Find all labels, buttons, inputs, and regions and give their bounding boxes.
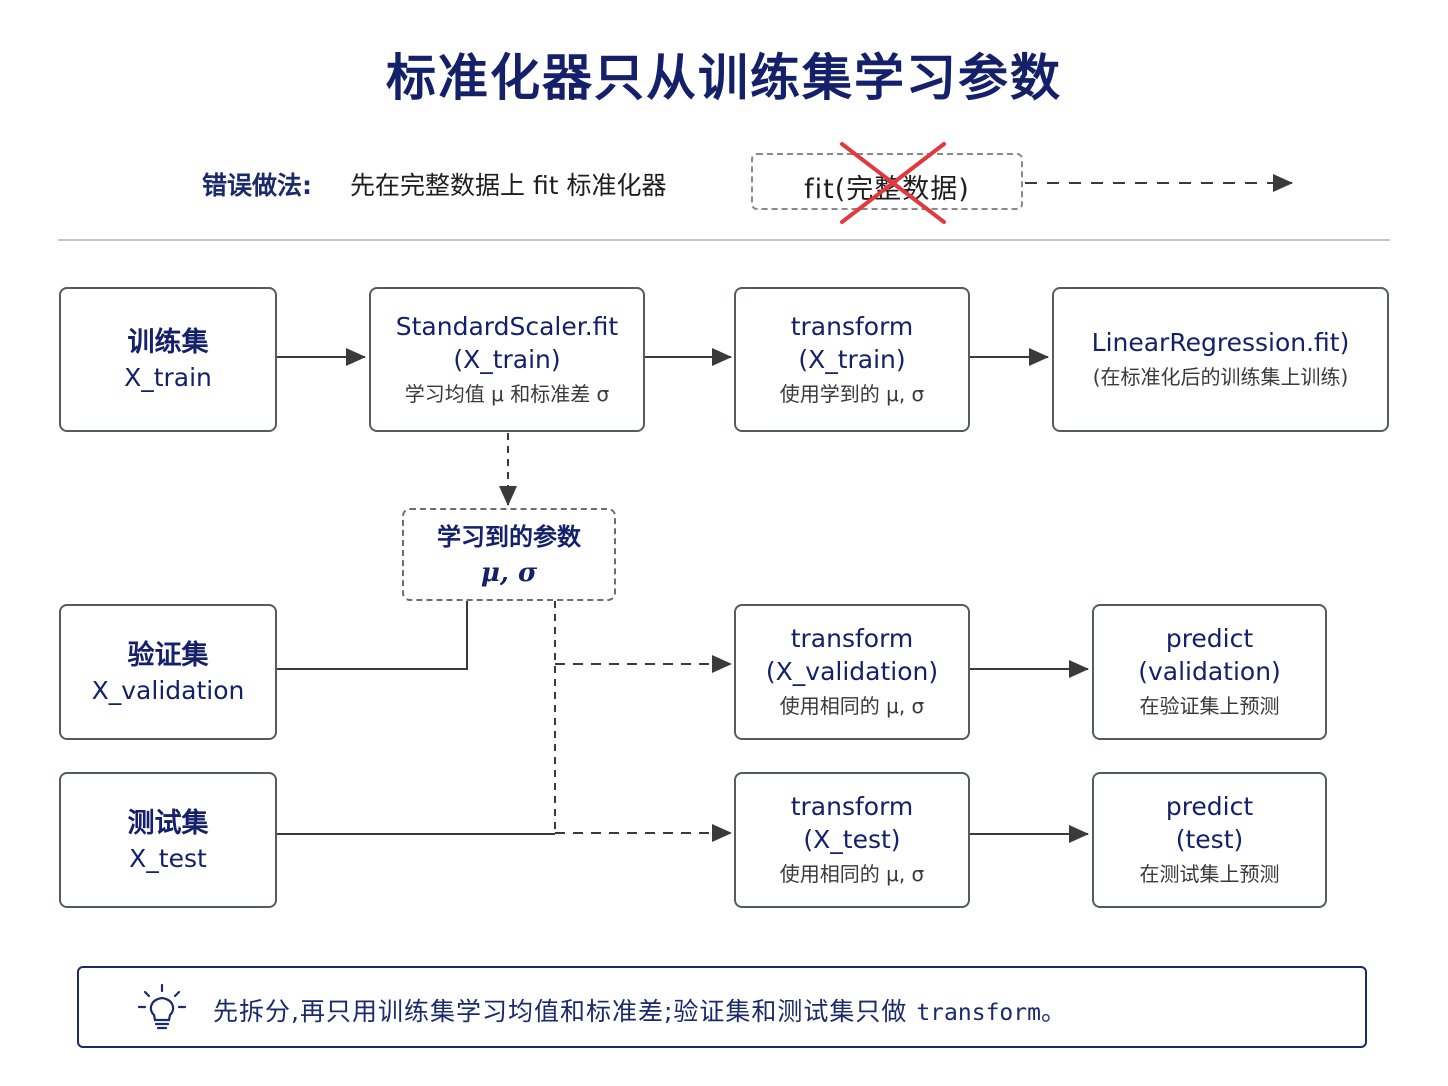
- tip-text-end: 。: [1040, 997, 1067, 1026]
- node-predict-test-line2: (test): [1175, 825, 1244, 854]
- tip-code: transform: [916, 1000, 1041, 1026]
- node-test-set: 测试集 X_test: [59, 772, 277, 908]
- tip-text-main: 先拆分,再只用训练集学习均值和标准差;验证集和测试集只做: [213, 997, 917, 1026]
- node-predict-test-line1: predict: [1165, 792, 1254, 821]
- cross-out-icon: [840, 142, 946, 224]
- node-scaler-fit-line1: StandardScaler.fit: [395, 311, 619, 341]
- node-transform-train-sub: 使用学到的 μ, σ: [779, 381, 925, 406]
- node-predict-test: predict (test) 在测试集上预测: [1092, 772, 1327, 908]
- node-train-set-title: 训练集: [127, 327, 209, 358]
- node-val-set-title: 验证集: [127, 639, 209, 671]
- node-lr-fit: LinearRegression.fit) (在标准化后的训练集上训练): [1052, 287, 1389, 432]
- node-scaler-fit-line2: (X_train): [453, 344, 561, 374]
- node-params-title: 学习到的参数: [437, 522, 581, 551]
- node-test-set-code: X_test: [129, 843, 207, 873]
- line-val-to-params: [277, 601, 468, 670]
- node-predict-val-line1: predict: [1165, 624, 1254, 653]
- node-test-set-title: 测试集: [127, 807, 209, 839]
- node-params: 学习到的参数 μ, σ: [402, 508, 616, 601]
- tip-box: 先拆分,再只用训练集学习均值和标准差;验证集和测试集只做 transform。: [77, 966, 1367, 1048]
- wrong-approach-label: 错误做法:: [202, 171, 312, 200]
- section-divider: [58, 239, 1390, 241]
- node-transform-val-sub: 使用相同的 μ, σ: [779, 694, 925, 718]
- node-params-greek: μ, σ: [480, 557, 538, 588]
- node-predict-val-sub: 在验证集上预测: [1139, 694, 1280, 718]
- page-title: 标准化器只从训练集学习参数: [386, 49, 1062, 107]
- node-transform-val: transform (X_validation) 使用相同的 μ, σ: [734, 604, 970, 740]
- node-transform-test-sub: 使用相同的 μ, σ: [779, 862, 925, 886]
- wrong-approach-text: 先在完整数据上 fit 标准化器: [350, 171, 667, 200]
- node-lr-fit-line1: LinearRegression.fit): [1091, 328, 1350, 357]
- tip-text: 先拆分,再只用训练集学习均值和标准差;验证集和测试集只做 transform。: [213, 992, 1067, 1028]
- node-scaler-fit-sub: 学习均值 μ 和标准差 σ: [404, 381, 610, 406]
- node-transform-test-line2: (X_test): [803, 825, 901, 854]
- node-val-set-code: X_validation: [91, 675, 245, 705]
- node-predict-val: predict (validation) 在验证集上预测: [1092, 604, 1327, 740]
- node-transform-train-line2: (X_train): [798, 344, 906, 374]
- node-transform-train-line1: transform: [790, 311, 914, 341]
- node-train-set: 训练集 X_train: [59, 287, 277, 432]
- node-transform-test-line1: transform: [790, 792, 914, 821]
- node-transform-train: transform (X_train) 使用学到的 μ, σ: [734, 287, 970, 432]
- node-scaler-fit: StandardScaler.fit (X_train) 学习均值 μ 和标准差…: [369, 287, 645, 432]
- node-transform-val-line1: transform: [790, 624, 914, 653]
- node-transform-val-line2: (X_validation): [765, 657, 939, 686]
- node-train-set-code: X_train: [124, 363, 212, 392]
- node-transform-test: transform (X_test) 使用相同的 μ, σ: [734, 772, 970, 908]
- node-predict-test-sub: 在测试集上预测: [1139, 862, 1280, 886]
- node-val-set: 验证集 X_validation: [59, 604, 277, 740]
- lightbulb-icon: [137, 983, 187, 1030]
- node-predict-val-line2: (validation): [1138, 657, 1281, 686]
- node-lr-fit-sub: (在标准化后的训练集上训练): [1092, 365, 1349, 389]
